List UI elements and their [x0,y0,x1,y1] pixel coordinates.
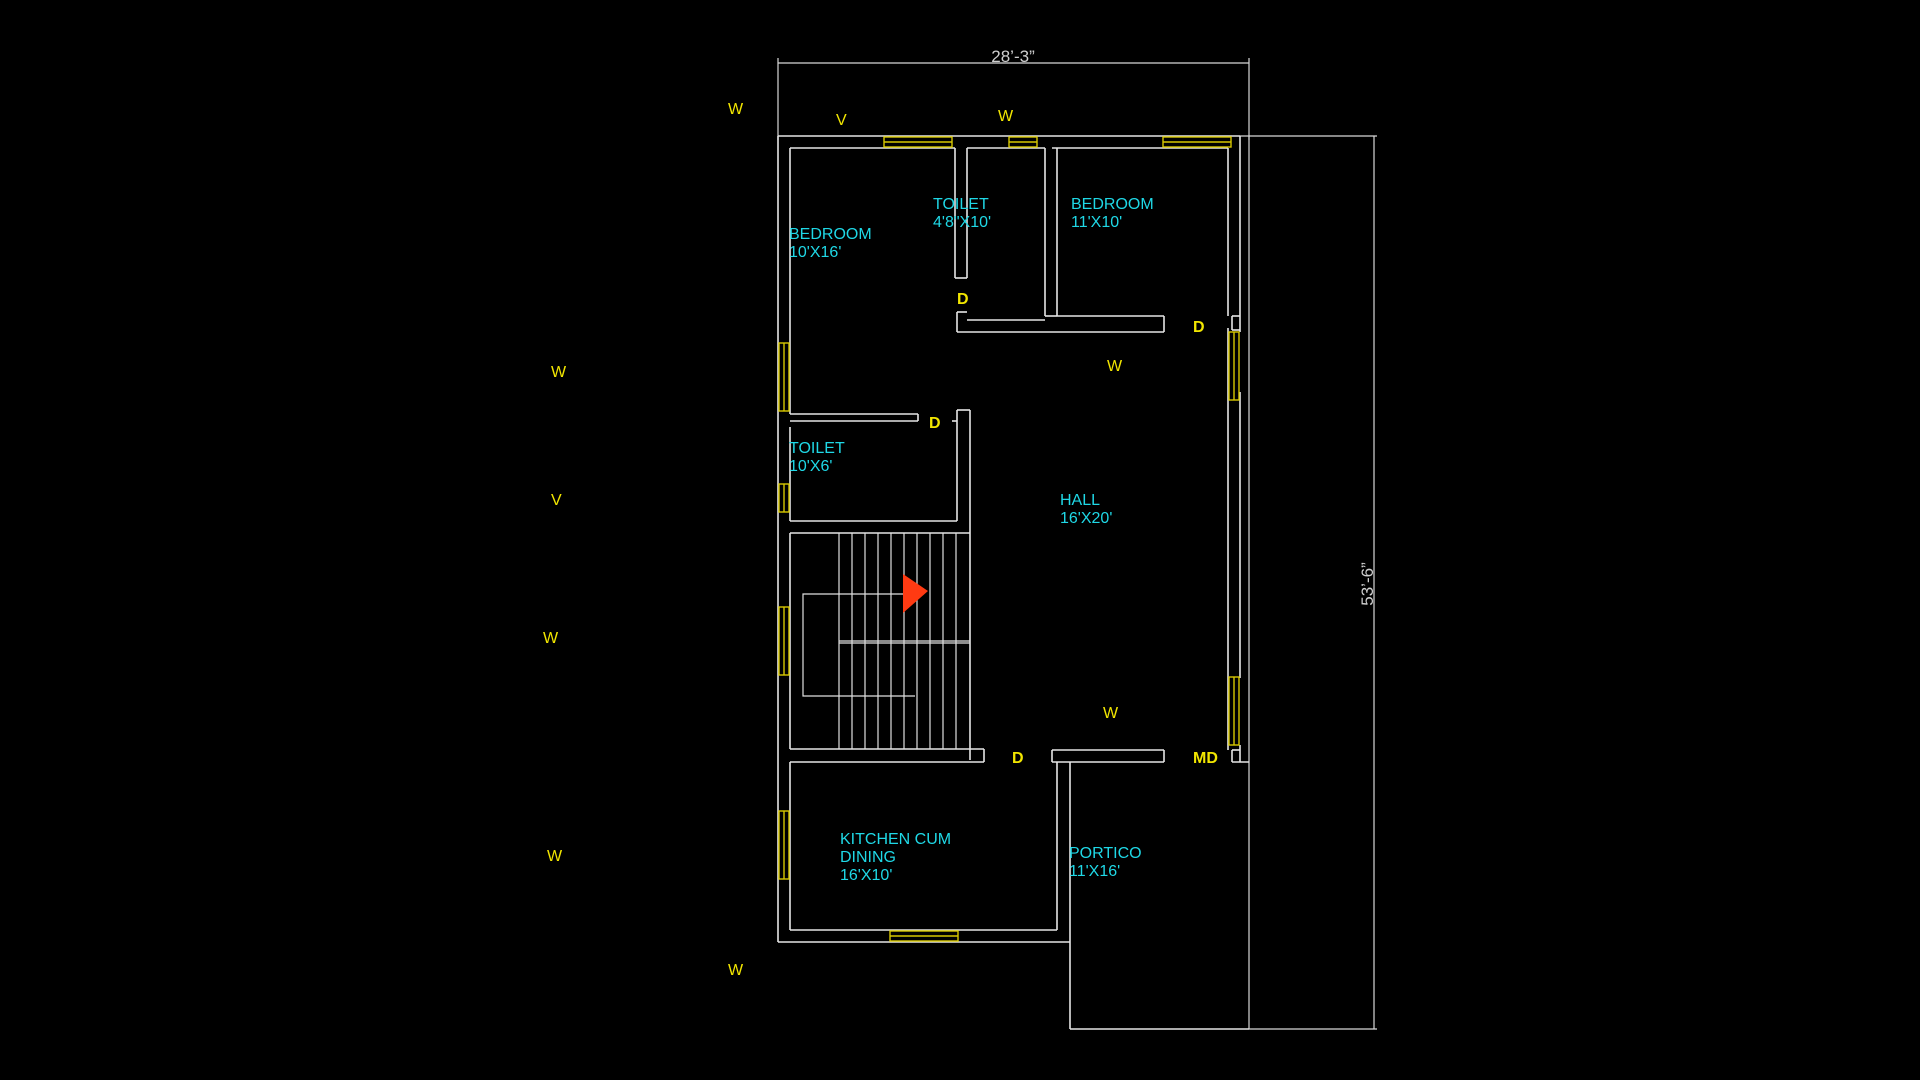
room-size: 11'X16' [1069,863,1120,880]
room-bedroom-left: BEDROOM 10'X16' [789,226,872,261]
marker-w: W [1107,358,1123,375]
door-marker: D [957,291,969,308]
marker-w: W [728,962,744,979]
room-size: 4'8"X10' [933,214,991,231]
room-hall: HALL 16'X20' [1060,492,1112,527]
marker-w: W [998,108,1014,125]
room-name-line1: KITCHEN CUM [840,831,951,848]
room-bedroom-right: BEDROOM 11'X10' [1071,196,1154,231]
marker-w: W [543,630,559,647]
triangle-arrow-icon [903,574,928,613]
width-dimension: 28’-3” [991,47,1035,66]
marker-w: W [547,848,563,865]
dimension-lines [777,58,1377,1030]
room-size: 16'X20' [1060,510,1112,527]
room-name: HALL [1060,492,1100,509]
door-marker: D [929,415,941,432]
room-name: BEDROOM [789,226,872,243]
door-marker: D [1012,750,1024,767]
room-size: 11'X10' [1071,214,1122,231]
walls [777,135,1249,1030]
length-dimension: 53’-6” [1358,562,1377,606]
main-door-marker: MD [1193,750,1218,767]
room-toilet-left: TOILET 10'X6' [789,440,845,475]
room-name: TOILET [933,196,989,213]
door-marker: D [1193,319,1205,336]
room-name: PORTICO [1069,845,1142,862]
marker-w: W [551,364,567,381]
room-kitchen: KITCHEN CUM DINING 16'X10' [840,831,951,884]
room-size: 16'X10' [840,867,892,884]
room-portico: PORTICO 11'X16' [1069,845,1142,880]
room-name: BEDROOM [1071,196,1154,213]
marker-v: V [551,492,562,509]
room-name-line2: DINING [840,849,896,866]
marker-w: W [728,101,744,118]
room-toilet-top: TOILET 4'8"X10' [933,196,991,231]
room-size: 10'X16' [789,244,841,261]
marker-v: V [836,112,847,129]
windows [778,136,1240,942]
room-name: TOILET [789,440,845,457]
room-size: 10'X6' [789,458,832,475]
staircase [802,533,970,749]
marker-w: W [1103,705,1119,722]
